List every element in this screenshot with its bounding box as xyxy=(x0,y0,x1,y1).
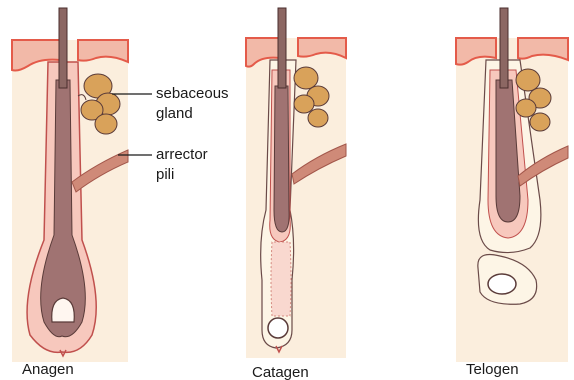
telogen-dermal-papilla xyxy=(488,274,516,294)
stage-label-catagen: Catagen xyxy=(252,364,309,380)
sebaceous-label-line2: gland xyxy=(156,105,193,122)
telogen-panel xyxy=(456,8,568,362)
arrector-label-line2: pili xyxy=(156,166,174,183)
catagen-epithelial-strand xyxy=(271,242,291,316)
arrector-label-line1: arrector xyxy=(156,146,208,163)
catagen-panel xyxy=(246,8,346,358)
stage-label-anagen: Anagen xyxy=(22,361,74,378)
sebaceous-label-line1: sebaceous xyxy=(156,85,229,102)
anagen-hair-shaft xyxy=(59,8,67,88)
stage-label-telogen: Telogen xyxy=(466,361,519,378)
catagen-dermal-papilla xyxy=(268,318,288,338)
anagen-panel xyxy=(12,8,128,362)
catagen-hair-bulb xyxy=(274,86,289,232)
catagen-skin xyxy=(246,38,346,358)
telogen-hair-shaft xyxy=(500,8,508,88)
catagen-hair-shaft xyxy=(278,8,286,88)
